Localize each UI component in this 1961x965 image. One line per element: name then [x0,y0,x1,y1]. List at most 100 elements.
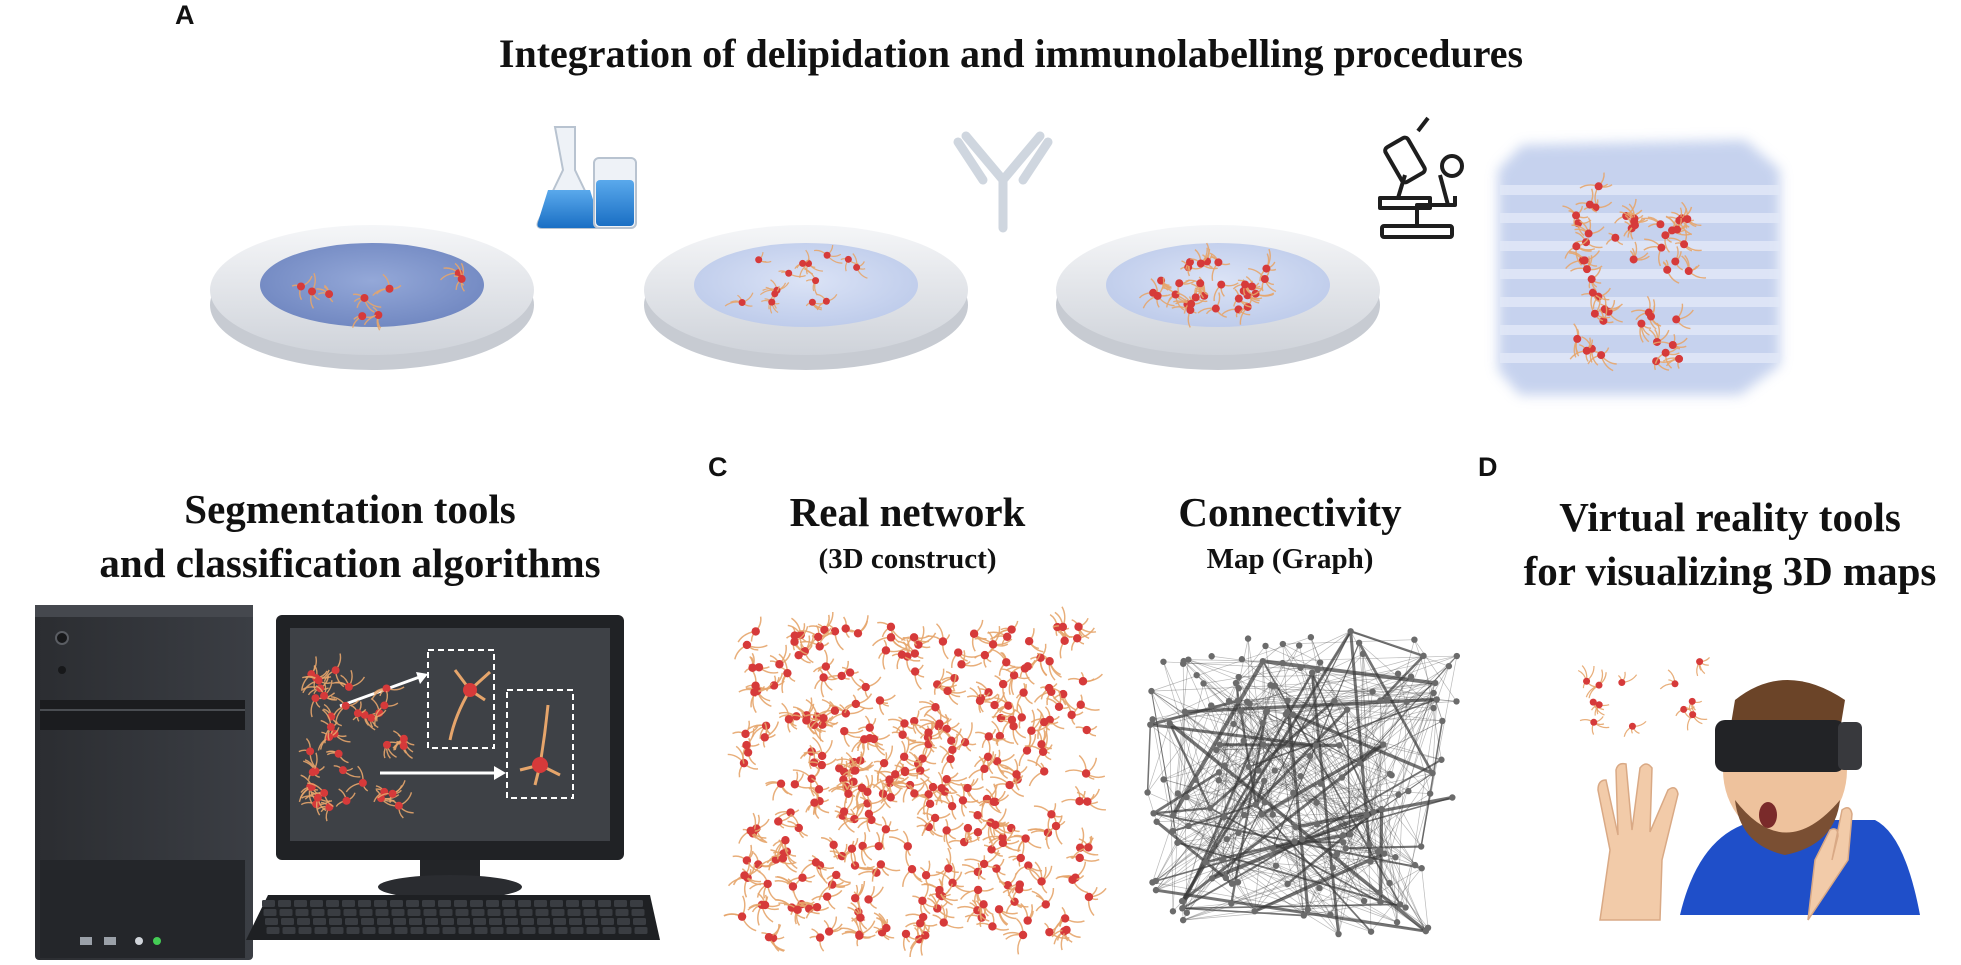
graph-node [1238,656,1246,663]
neuron [984,692,1014,715]
neuron [851,735,878,753]
neuron [747,721,771,739]
neuron [998,758,1028,791]
neuron [1573,323,1582,358]
neuron [1585,669,1607,699]
flask-beaker-icon [536,126,637,229]
graph-node [1259,657,1267,665]
neuron [301,656,332,691]
graph-node [1411,861,1419,869]
neuron [814,667,838,698]
graph-node [1366,841,1373,848]
neuron [1579,716,1610,735]
graph-node [1378,805,1385,813]
neuron [1629,241,1650,264]
neuron [901,929,918,951]
neuron [968,810,988,824]
neuron [919,718,952,740]
neuron [841,616,854,639]
graph-node [1343,706,1351,713]
neuron [352,293,382,313]
neuron [772,836,790,860]
graph-node [1403,698,1410,705]
panel-letter-d: D [1478,452,1498,482]
graph-node [1150,810,1157,817]
computer-monitor [276,615,624,899]
neuron [330,696,360,724]
neuron [992,697,1013,719]
graph-node [1347,628,1354,635]
neuron [809,928,825,952]
graph-node [1418,865,1425,872]
petri-dish-2 [644,225,968,370]
neuron [1591,701,1603,716]
neuron [900,633,930,646]
graph-node [1179,660,1187,667]
panel-b-title-line2: and classification algorithms [99,540,601,586]
graph-node [1208,875,1216,882]
graph-node [1394,670,1402,677]
neuron [1587,267,1602,291]
neuron [1662,259,1680,284]
neuron [887,716,914,733]
graph-node [1267,682,1274,689]
neuron [1562,205,1589,226]
graph-node [1369,688,1376,695]
neuron [1619,203,1649,226]
graph-node [1383,696,1391,703]
neuron [908,739,937,755]
neuron [796,901,822,919]
microscope-icon [1378,116,1464,239]
graph-node [1221,813,1228,821]
neuron [851,880,866,903]
computer-tower [35,605,253,960]
neuron [377,780,406,803]
graph-node [1297,664,1304,671]
neuron [1040,683,1058,700]
panel-d-title: Virtual reality tools for visualizing 3D… [1490,490,1961,598]
neuron [1259,248,1277,282]
graph-node [1335,930,1342,938]
neuron [774,813,798,829]
neuron [1662,354,1684,369]
cleared-tissue-block [1498,140,1780,395]
neuron [1570,255,1603,274]
neuron [1185,279,1209,299]
graph-node [1160,658,1167,665]
segmented-neuron-2 [519,704,561,786]
neuron [910,720,936,747]
neuron [1587,347,1617,372]
graph-node [1433,696,1440,703]
graph-node [1272,862,1280,869]
neuron [1564,238,1596,266]
neuron [1213,280,1239,302]
neuron [770,849,797,873]
graph-node [1174,839,1181,846]
neuron [808,758,837,770]
graph-node [1367,928,1375,935]
neuron [891,650,921,670]
graph-node [1261,777,1268,784]
neuron [1057,874,1089,894]
neuron [862,831,884,852]
graph-node [1232,679,1240,687]
neuron [846,615,869,638]
neuron [755,252,772,264]
real-network-title: Real network [789,489,1026,535]
graph-node [1420,652,1427,660]
graph-node [1340,839,1347,846]
graph-node [1200,680,1207,687]
neuron [738,826,767,844]
neuron [990,775,1024,798]
neuron [847,898,865,936]
neuron [975,728,1006,748]
graph-node [1439,717,1446,725]
graph-node [1260,741,1267,748]
graph-node [1363,811,1370,819]
graph-node [1331,697,1338,705]
graph-node [1397,901,1404,908]
graph-node [1308,669,1316,676]
neuron [1237,279,1263,291]
neuron [941,733,966,764]
panel-d-title-line1: Virtual reality tools [1559,494,1901,540]
